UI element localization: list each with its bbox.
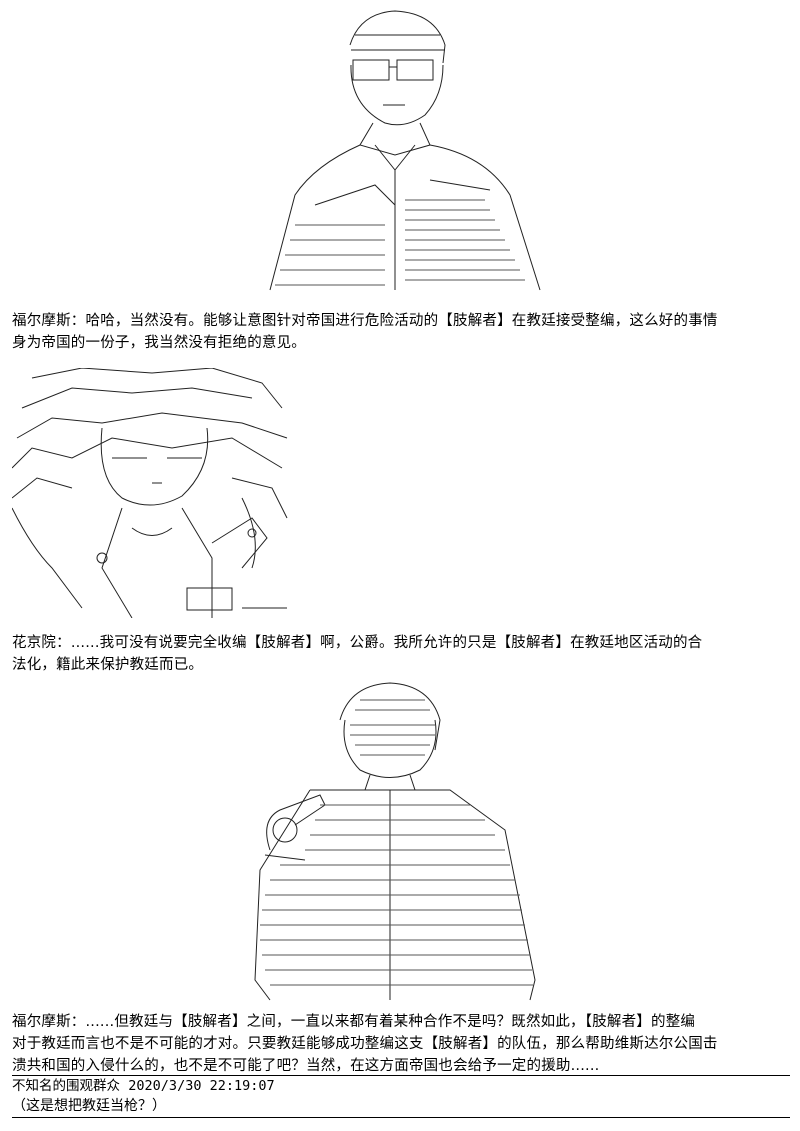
speaker-name: 福尔摩斯：: [12, 313, 86, 329]
dialogue-line: ......我可没有说要完全收编【肢解者】啊，公爵。我所允许的只是【肢解者】在教…: [70, 635, 703, 651]
dialogue-2: 花京院：......我可没有说要完全收编【肢解者】啊，公爵。我所允许的只是【肢解…: [12, 632, 790, 676]
dialogue-line: 法化，籍此来保护教廷而已。: [12, 657, 204, 673]
dialogue-line: 哈哈，当然没有。能够让意图针对帝国进行危险活动的【肢解者】在教廷接受整编，这么好…: [85, 313, 718, 329]
comment-text: （这是想把教廷当枪？）: [12, 1098, 166, 1114]
dialogue-line: ......但教廷与【肢解者】之间，一直以来都有着某种合作不是吗？既然如此，【肢…: [85, 1014, 696, 1030]
dialogue-line: 对于教廷而言也不是不可能的才对。只要教廷能够成功整编这支【肢解者】的队伍，那么帮…: [12, 1036, 718, 1052]
dialogue-1: 福尔摩斯：哈哈，当然没有。能够让意图针对帝国进行危险活动的【肢解者】在教廷接受整…: [12, 310, 790, 354]
divider: [12, 1075, 790, 1076]
comment-author: 不知名的围观群众: [12, 1078, 120, 1094]
comment-datetime: 2020/3/30 22:19:07: [128, 1078, 275, 1094]
speaker-name: 花京院：: [12, 635, 71, 651]
ascii-art-holmes-gesture: [250, 680, 540, 1005]
divider: [12, 1117, 790, 1118]
dialogue-line: 身为帝国的一份子，我当然没有拒绝的意见。: [12, 335, 306, 351]
ascii-art-kakyoin: [12, 368, 292, 618]
comment-meta: 不知名的围观群众 2020/3/30 22:19:07: [12, 1077, 790, 1095]
dialogue-line: 溃共和国的入侵什么的，也不是不可能了吧？当然，在这方面帝国也会给予一定的援助..…: [12, 1058, 600, 1074]
dialogue-3: 福尔摩斯：......但教廷与【肢解者】之间，一直以来都有着某种合作不是吗？既然…: [12, 1011, 790, 1077]
speaker-name: 福尔摩斯：: [12, 1014, 86, 1030]
ascii-art-holmes-suit: [255, 5, 550, 295]
